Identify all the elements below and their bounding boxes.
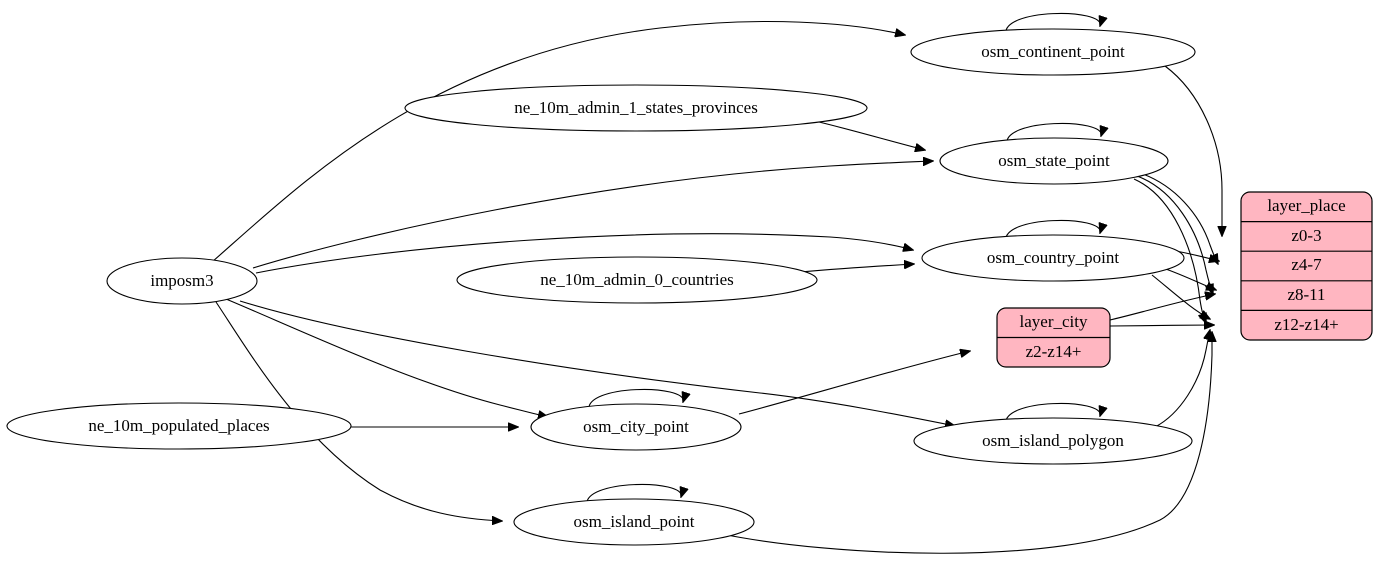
- node-osm-country-point[interactable]: osm_country_point: [921, 234, 1185, 282]
- record-cell-layer-place-z0-3[interactable]: z0-3: [1291, 226, 1321, 245]
- edge-self-osm-island-polygon: [1005, 402, 1100, 426]
- edge-imposm3-osm-island-point: [215, 301, 502, 521]
- edge-osm-island-polygon-layer-place-z12-z14: [1154, 330, 1210, 428]
- record-cell-layer-place-z8-11[interactable]: z8-11: [1287, 285, 1325, 304]
- node-label-osm-city-point: osm_city_point: [583, 417, 689, 436]
- node-label-osm-island-point: osm_island_point: [574, 512, 695, 531]
- node-ne-10m-admin-0-countries[interactable]: ne_10m_admin_0_countries: [456, 256, 818, 304]
- node-imposm3[interactable]: imposm3: [106, 257, 258, 305]
- node-ne-10m-admin-1-states-provinces[interactable]: ne_10m_admin_1_states_provinces: [404, 84, 868, 132]
- edge-osm-country-point-layer-place-z12-z14: [1151, 274, 1210, 319]
- node-label-ne-countries: ne_10m_admin_0_countries: [540, 270, 734, 289]
- edge-self-osm-state-point: [1006, 122, 1101, 146]
- record-node-layer-place[interactable]: layer_place z0-3 z4-7 z8-11 z12-z14+: [1240, 191, 1373, 341]
- edge-osm-continent-point-layer-place-z0-3: [1164, 65, 1222, 236]
- record-cell-layer-place-title: layer_place: [1267, 196, 1345, 215]
- edge-osm-country-point-layer-place-z8-11: [1162, 267, 1216, 290]
- edge-osm-island-point-layer-place-z12-z14: [721, 332, 1212, 554]
- node-label-osm-island-polygon: osm_island_polygon: [982, 431, 1124, 450]
- edge-ne-states-osm-state-point: [818, 121, 925, 150]
- edge-imposm3-osm-state-point: [252, 161, 933, 269]
- edge-osm-city-point-layer-city: [738, 351, 970, 415]
- record-cell-layer-place-z4-7[interactable]: z4-7: [1291, 255, 1322, 274]
- edge-imposm3-osm-country-point: [255, 233, 913, 274]
- node-label-ne-populated: ne_10m_populated_places: [88, 416, 269, 435]
- node-osm-island-point[interactable]: osm_island_point: [513, 498, 755, 546]
- node-label-imposm3: imposm3: [150, 271, 213, 290]
- edge-imposm3-osm-continent-point: [211, 20, 905, 263]
- edge-self-osm-city-point: [588, 388, 683, 412]
- nodes-layer: imposm3 ne_10m_admin_1_states_provinces …: [6, 28, 1196, 546]
- node-osm-island-polygon[interactable]: osm_island_polygon: [913, 417, 1193, 465]
- node-label-osm-country-point: osm_country_point: [987, 248, 1119, 267]
- edge-layer-city-layer-place-z12-z14: [1109, 325, 1214, 326]
- record-cell-layer-city-z2-z14[interactable]: z2-z14+: [1026, 342, 1082, 361]
- record-node-layer-city[interactable]: layer_city z2-z14+: [996, 307, 1111, 368]
- node-ne-10m-populated-places[interactable]: ne_10m_populated_places: [6, 402, 352, 450]
- node-osm-continent-point[interactable]: osm_continent_point: [910, 28, 1196, 76]
- edge-ne-countries-osm-country-point: [799, 264, 914, 273]
- edges-layer: [211, 12, 1222, 554]
- node-osm-city-point[interactable]: osm_city_point: [530, 403, 742, 451]
- record-cell-layer-city-title: layer_city: [1020, 312, 1088, 331]
- edge-self-osm-continent-point: [1005, 12, 1100, 36]
- edge-imposm3-osm-city-point: [225, 298, 548, 417]
- node-label-ne-states: ne_10m_admin_1_states_provinces: [514, 98, 758, 117]
- node-osm-state-point[interactable]: osm_state_point: [939, 137, 1169, 185]
- record-cell-layer-place-z12-z14[interactable]: z12-z14+: [1274, 315, 1338, 334]
- node-label-osm-continent-point: osm_continent_point: [981, 42, 1125, 61]
- edge-imposm3-osm-island-polygon: [239, 300, 955, 426]
- node-label-osm-state-point: osm_state_point: [998, 151, 1110, 170]
- edge-layer-city-layer-place-z8-11: [1109, 294, 1215, 321]
- edge-self-osm-island-point: [586, 483, 681, 507]
- edge-self-osm-country-point: [1005, 219, 1100, 243]
